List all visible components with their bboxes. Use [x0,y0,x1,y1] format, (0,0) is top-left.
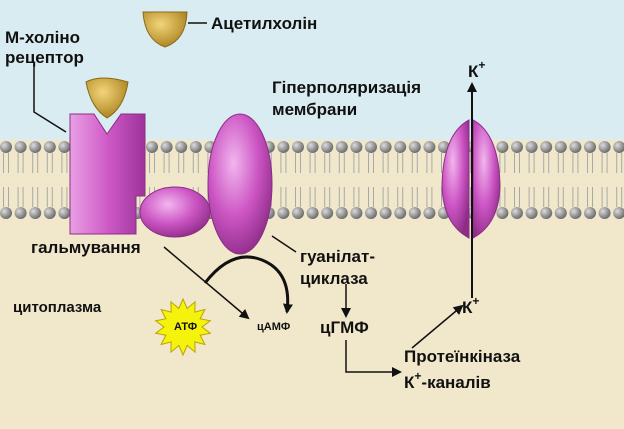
lipid-head [379,207,392,219]
lipid-head [43,207,56,219]
lipid-head [321,207,334,219]
protein-kinase-label: Протеїнкіназа [404,347,521,366]
k-ion-top-symbol: К [468,62,479,81]
k-ion-top-charge: + [478,58,485,72]
lipid-head [496,207,509,219]
lipid-head [496,141,509,153]
lipid-head [277,207,290,219]
k-channels-rest: -каналів [421,373,490,392]
lipid-head [350,141,363,153]
lipid-head [584,141,596,153]
camp-formation-arrow [203,255,293,314]
hyperpolarization-label-line2: мембрани [272,100,357,119]
acetylcholine-icon [142,11,188,48]
k-ion-mid-charge: + [472,294,479,308]
lipid-head [321,141,334,153]
lipid-head [0,141,12,153]
g-protein [139,186,211,238]
lipid-head [511,141,523,153]
lipid-head [175,141,188,153]
k-channels-charge: + [414,369,421,383]
lipid-head [292,207,304,219]
lipid-head [569,141,582,153]
extracellular-space [0,0,624,140]
lipid-head [511,207,523,219]
lipid-head [408,207,421,219]
lipid-head [540,141,553,153]
receptor-pointer [33,64,67,133]
lipid-head [394,207,407,219]
lipid-head [525,141,538,153]
lipid-head [554,207,567,219]
kinase-to-k-arrow [411,304,464,349]
receptor-label-line1: М-холіно [5,28,80,47]
lipid-head [306,207,319,219]
acetylcholine-label: Ацетилхолін [211,14,317,33]
lipid-head [598,207,611,219]
k-channels-label: К+-каналів [404,369,491,392]
lipid-head [423,207,436,219]
lipid-head [0,207,12,219]
lipid-head [613,141,624,153]
lipid-head [613,207,624,219]
lipid-head [277,141,290,153]
lipid-head [43,141,56,153]
k-ion-mid-symbol: К [462,298,473,317]
k-ion-mid-label: К+ [462,294,479,317]
lipid-head [146,141,158,153]
lipid-head [350,207,363,219]
lipid-head [525,207,538,219]
cytoplasm-label: цитоплазма [13,299,102,316]
lipid-head [540,207,553,219]
lipid-head [292,141,304,153]
receptor-label-line2: рецептор [5,48,84,67]
lipid-head [335,207,348,219]
guanylate-cyclase-label-line2: циклаза [300,269,368,288]
atp-burst [154,297,212,357]
k-ion-top-label: К+ [468,58,485,81]
bound-acetylcholine-icon [85,77,129,119]
lipid-head [394,141,407,153]
potassium-channel [441,119,501,239]
m-cholinoreceptor [69,77,146,235]
guanylate-cyclase-label-line1: гуанілат- [300,247,375,266]
lipid-head [584,207,596,219]
guanylate-pointer [271,235,297,253]
atp-label: АТФ [174,321,197,333]
camp-label: цАМФ [257,321,290,333]
lipid-head [335,141,348,153]
lipid-head [29,207,42,219]
lipid-head [160,141,173,153]
k-channels-symbol: К [404,373,415,392]
lipid-head [365,141,377,153]
inhibition-label: гальмування [31,238,141,257]
lipid-head [306,141,319,153]
guanylate-cyclase [207,113,273,255]
lipid-head [189,141,202,153]
hyperpolarization-label-line1: Гіперполяризація [272,78,421,97]
lipid-head [423,141,436,153]
lipid-head [365,207,377,219]
lipid-head [29,141,42,153]
lipid-head [58,207,71,219]
lipid-head [569,207,582,219]
lipid-head [58,141,71,153]
lipid-head [408,141,421,153]
lipid-head [14,207,27,219]
lipid-head [554,141,567,153]
lipid-head [14,141,27,153]
lipid-head [379,141,392,153]
lipid-head [598,141,611,153]
cgmp-label: цГМФ [320,318,369,337]
cgmp-to-channel-arrow [345,340,402,377]
